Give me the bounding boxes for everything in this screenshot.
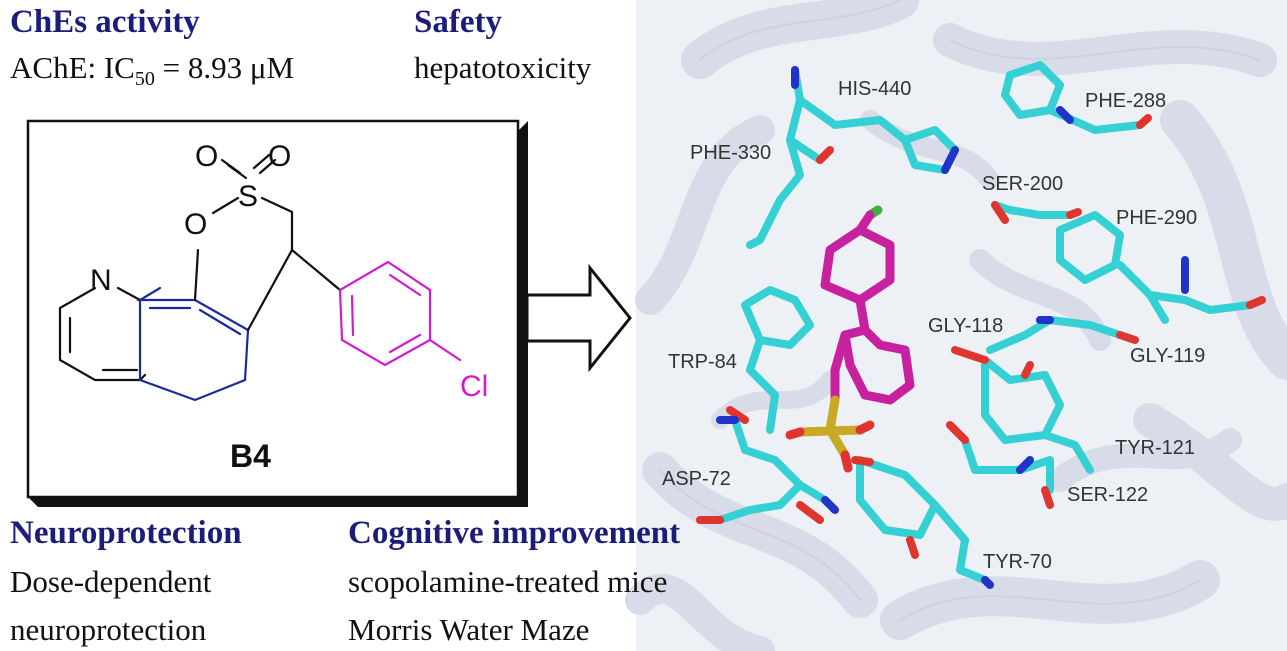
atom-n: N xyxy=(90,264,112,297)
ches-ic50-line: AChE: IC50 = 8.93 μM xyxy=(10,52,294,89)
compound-bonds xyxy=(58,153,462,402)
his440-sticks xyxy=(791,66,959,174)
residue-label-gly119: GLY-119 xyxy=(1130,345,1206,367)
arrow-right xyxy=(525,263,632,373)
phe290-sticks xyxy=(1056,211,1254,324)
residue-label-his440: HIS-440 xyxy=(838,78,912,100)
protein-outlines xyxy=(659,0,1261,621)
residue-label-ser122: SER-122 xyxy=(1067,484,1149,506)
compound-name: B4 xyxy=(230,438,271,474)
tyr121-sticks xyxy=(981,356,1094,474)
atom-o-top-right: O xyxy=(268,140,292,173)
ches-ic50-subscript: 50 xyxy=(134,68,155,91)
docking-view xyxy=(625,0,1287,651)
atom-cl: Cl xyxy=(460,370,489,403)
residue-label-phe290: PHE-290 xyxy=(1116,207,1198,229)
atom-s: S xyxy=(238,180,259,213)
cognitive-line-1: scopolamine-treated mice xyxy=(348,564,668,599)
atom-o-ring: O xyxy=(184,208,208,241)
residue-label-phe288: PHE-288 xyxy=(1085,90,1167,112)
residue-label-asp72: ASP-72 xyxy=(662,468,731,490)
residue-label-tyr121: TYR-121 xyxy=(1115,437,1196,459)
panel-frame xyxy=(26,119,520,499)
residue-label-trp84: TRP-84 xyxy=(668,351,737,373)
ser200-sticks xyxy=(991,201,1074,219)
ches-ic50-value: = 8.93 μM xyxy=(154,50,295,85)
trp84-sticks xyxy=(741,286,814,434)
residue-label-phe330: PHE-330 xyxy=(690,142,772,164)
ches-heading: ChEs activity xyxy=(10,4,200,40)
residue-label-ser200: SER-200 xyxy=(982,173,1064,195)
neuro-line-1: Dose-dependent xyxy=(10,564,212,599)
residue-label-gly118: GLY-118 xyxy=(928,315,1004,337)
safety-line: hepatotoxicity xyxy=(414,50,592,85)
ches-ic50-prefix: AChE: IC xyxy=(10,50,135,85)
heteroatom-tips xyxy=(696,66,1266,589)
compound-panel xyxy=(26,119,528,507)
residue-label-tyr70: TYR-70 xyxy=(983,551,1052,573)
phe330-sticks xyxy=(746,96,824,249)
neuro-line-2: neuroprotection xyxy=(10,612,207,647)
atom-o-top-left: O xyxy=(195,140,219,173)
tyr70-sticks xyxy=(856,456,989,584)
cognitive-heading: Cognitive improvement xyxy=(348,515,681,551)
neuro-heading: Neuroprotection xyxy=(10,515,242,551)
cognitive-line-2: Morris Water Maze xyxy=(348,612,590,647)
ligand-sticks xyxy=(785,205,915,473)
asp72-sticks xyxy=(716,416,829,524)
safety-heading: Safety xyxy=(414,4,502,40)
